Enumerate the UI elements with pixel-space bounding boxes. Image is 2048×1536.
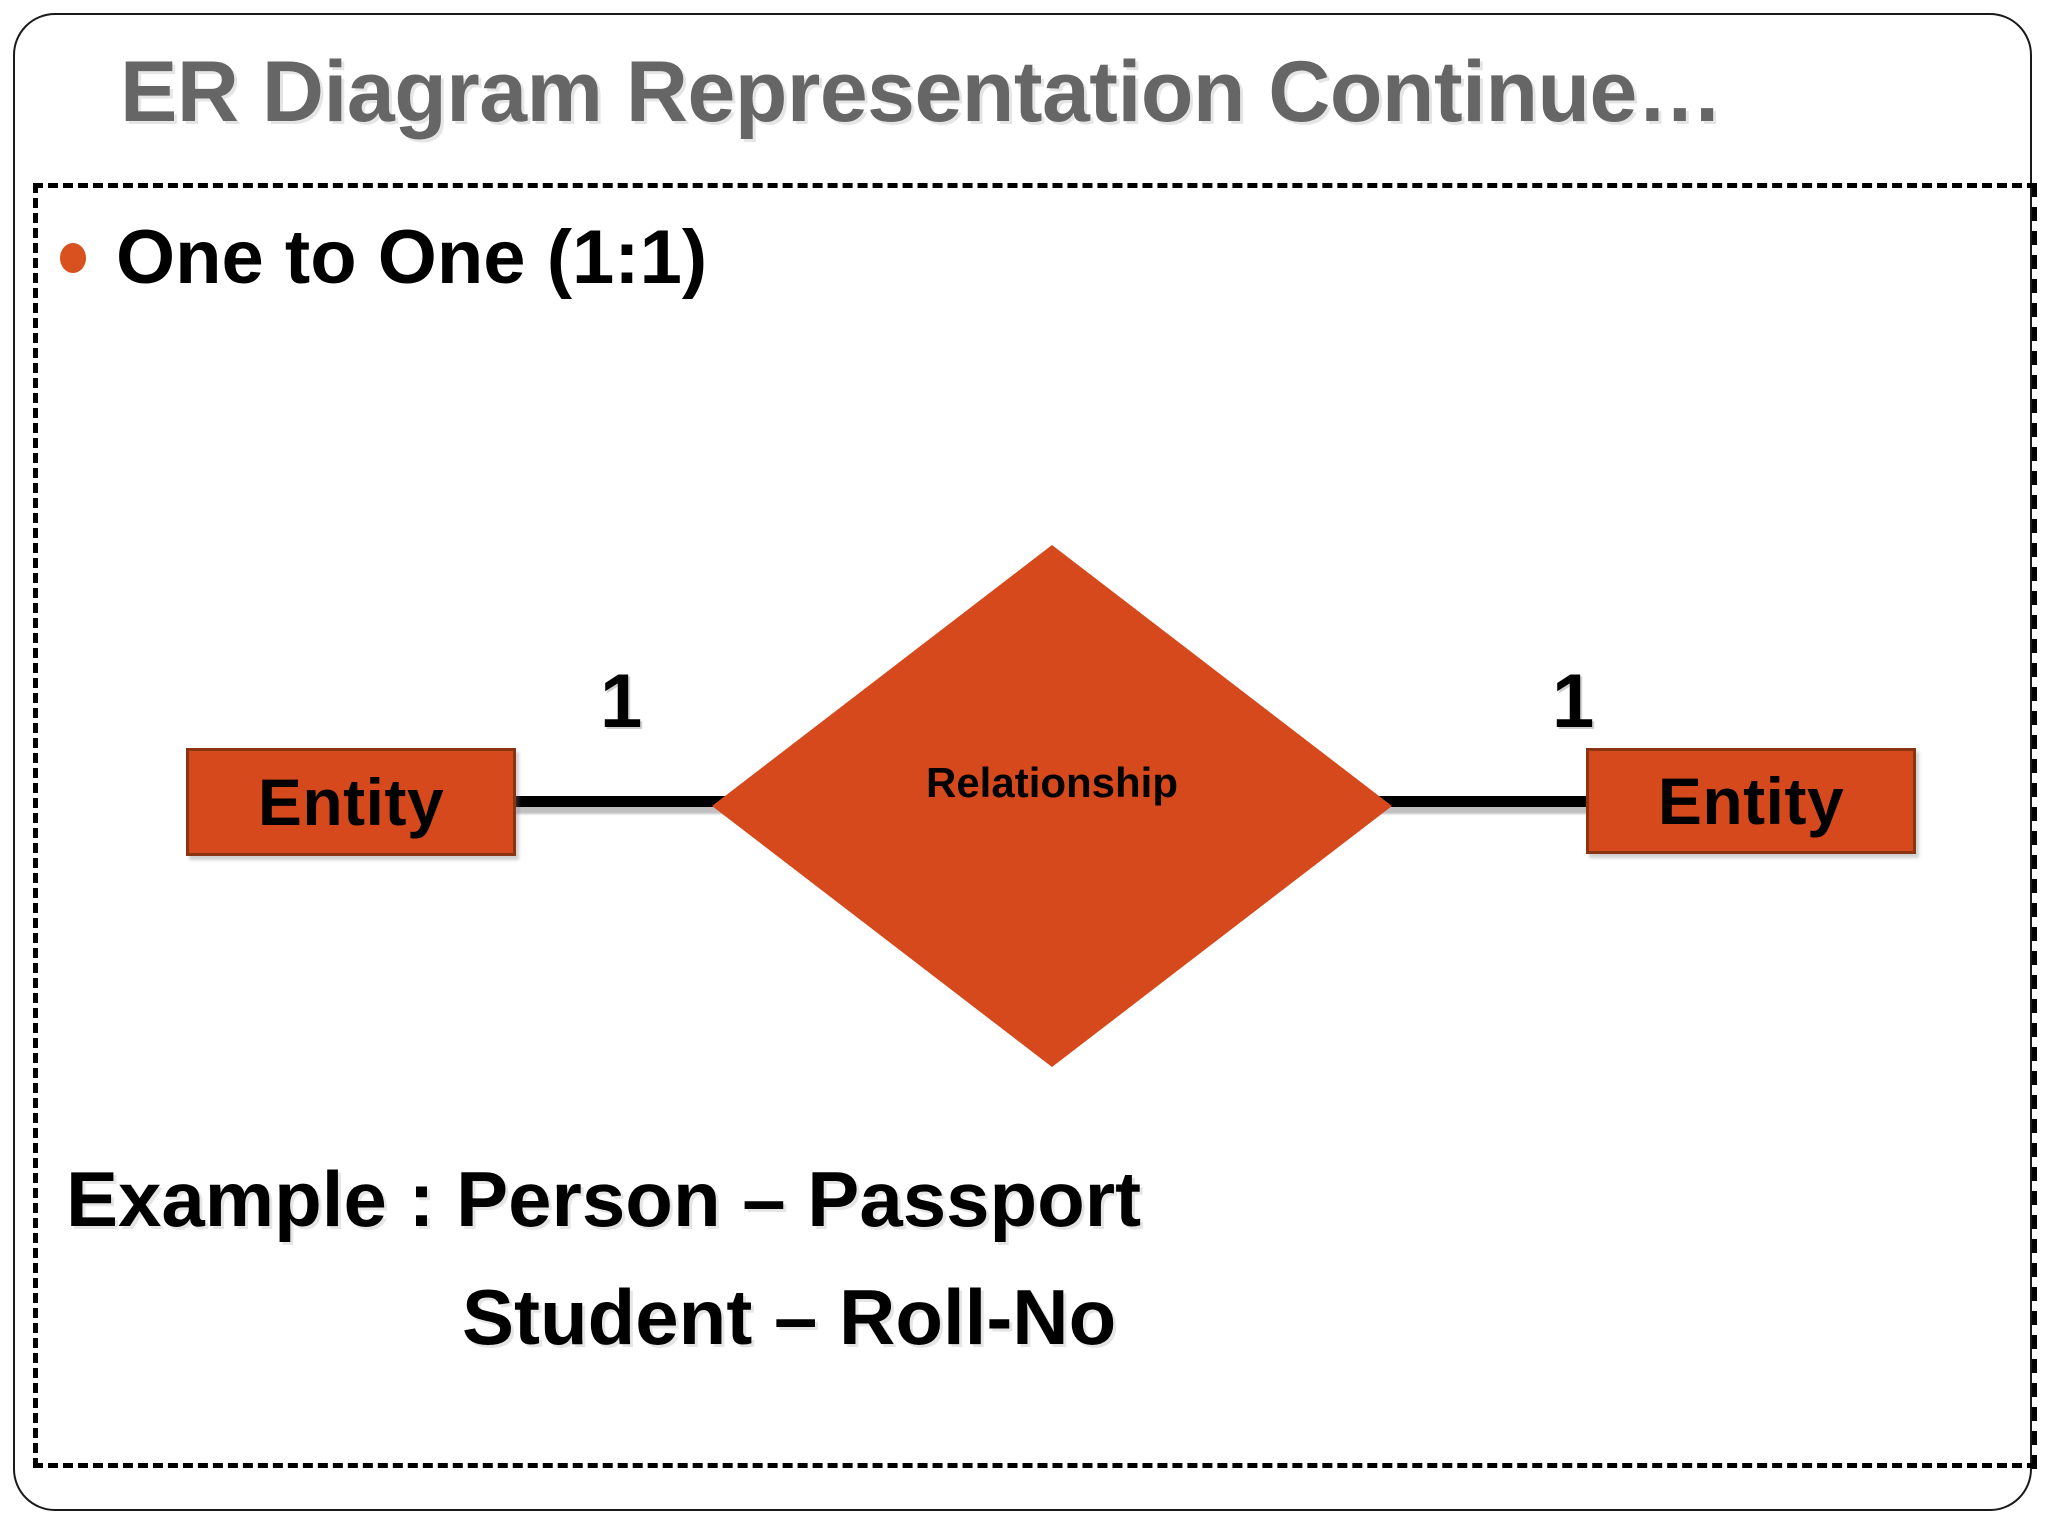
- connector-line-right: [1370, 796, 1592, 807]
- entity-box-right: Entity: [1586, 748, 1916, 854]
- bullet-dot-icon: [60, 243, 86, 273]
- page-title: ER Diagram Representation Continue…: [120, 44, 1723, 140]
- slide-content-dashed-border: [33, 183, 2037, 1468]
- entity-box-left: Entity: [186, 748, 516, 856]
- relationship-label: Relationship: [925, 759, 1179, 806]
- bullet-item-one-to-one: One to One (1:1): [60, 212, 707, 304]
- cardinality-label-left: 1: [600, 659, 643, 744]
- entity-right-label: Entity: [1657, 764, 1845, 838]
- connector-line-left: [512, 796, 734, 807]
- relationship-diamond: Relationship: [712, 545, 1392, 1067]
- slide-outer-border: [13, 13, 2032, 1511]
- entity-left-label: Entity: [257, 765, 445, 839]
- example-block: Example : Person – Passport Student – Ro…: [60, 1140, 1920, 1376]
- bullet-item-label: One to One (1:1): [116, 215, 708, 300]
- example-line-person-passport: Example : Person – Passport: [66, 1155, 1142, 1243]
- example-line-student-rollno: Student – Roll-No: [462, 1273, 1117, 1361]
- slide-content-dashed-border-right: [2032, 183, 2037, 1473]
- cardinality-label-right: 1: [1552, 659, 1595, 744]
